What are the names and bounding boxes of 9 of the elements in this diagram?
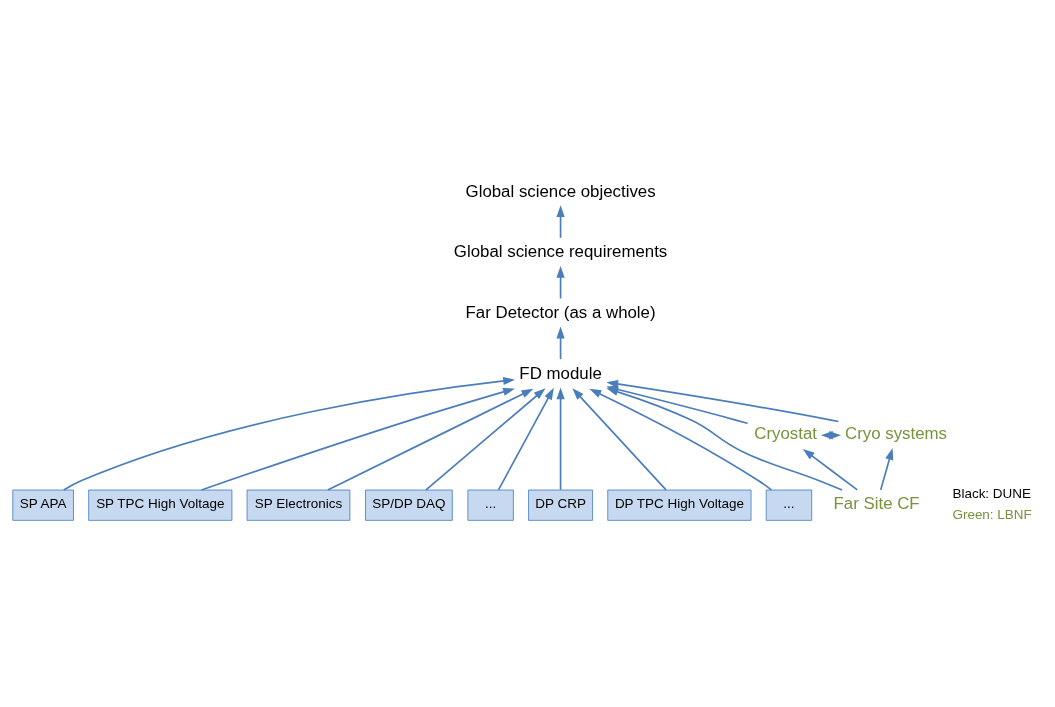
node-text: Far Site CF [833, 494, 920, 514]
label: Green: LBNF [952, 506, 1032, 522]
label: Black: DUNE [952, 486, 1032, 502]
node-text: FD module [519, 363, 602, 383]
node-text: Far Detector (as a whole) [465, 303, 656, 323]
node-text: Global science objectives [465, 181, 656, 201]
node-text: Cryostat [754, 424, 817, 444]
node-text: Global science requirements [453, 242, 668, 262]
node-text: Cryo systems [844, 424, 947, 444]
